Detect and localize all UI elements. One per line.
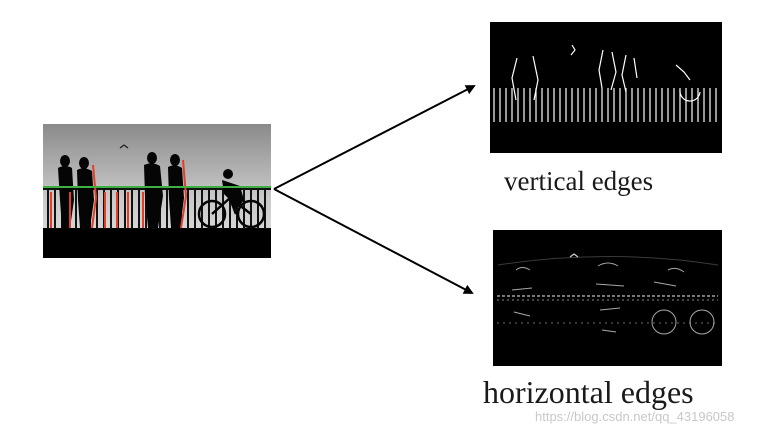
input-ground [43,228,271,258]
railing-post [264,189,266,229]
input-vertical-edge-highlights [50,159,188,229]
railing-post [201,189,203,229]
railing-post [124,189,126,229]
railing-post [229,189,231,229]
railing-post [187,189,189,229]
railing-post [138,189,140,229]
watermark-text: https://blog.csdn.net/qq_43196058 [535,409,735,424]
railing-post [131,189,133,229]
railing-post [96,189,98,229]
railing-post [236,189,238,229]
vertical-edges-caption: vertical edges [504,166,654,196]
arrow-to-horizontal-edges [273,188,474,294]
vertical-edges-image [490,22,722,153]
railing-post [166,189,168,229]
railing-post [145,189,147,229]
railing-post [110,189,112,229]
railing-post [47,189,49,229]
railing-post [54,189,56,229]
input-bird-icon [119,144,129,149]
horizontal-edges-caption: horizontal edges [483,374,694,410]
arrow-to-vertical-edges [273,85,476,190]
horizontal-edges-image [493,230,722,366]
input-bicycle [197,196,266,229]
railing-post [250,189,252,229]
input-image [43,124,271,258]
railing-post [75,189,77,229]
railing-post [208,189,210,229]
railing-post [194,189,196,229]
railing-post [257,189,259,229]
